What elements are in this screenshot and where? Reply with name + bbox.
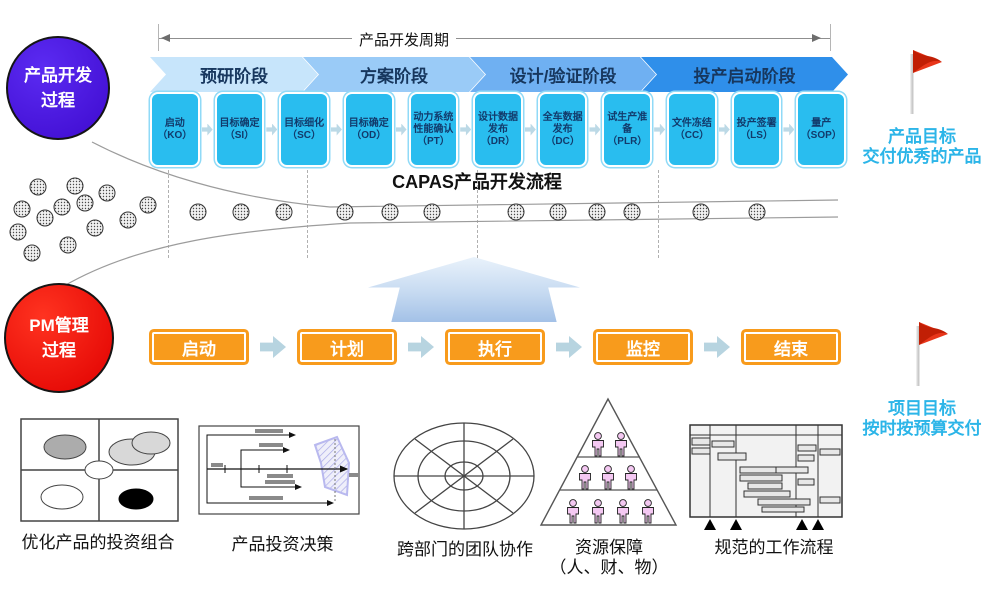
phase-dashed-line	[658, 170, 659, 258]
project-goal-line1: 项目目标	[888, 399, 956, 418]
right-arrow-icon	[330, 123, 342, 136]
milestone-box-sop: 量产（SOP）	[796, 92, 847, 167]
pm-step-close: 结束	[744, 332, 838, 362]
caption-resource-line1: 资源保障	[575, 538, 643, 557]
investment-decision-diagram	[198, 425, 360, 515]
phase-dashed-line	[168, 170, 169, 258]
pm-process-circle: PM管理 过程	[4, 283, 114, 393]
phase-dashed-line	[477, 170, 478, 258]
phase-label: 方案阶段	[360, 67, 428, 86]
dev-cycle-label: 产品开发周期	[352, 29, 457, 50]
dev-circle-line2: 过程	[41, 91, 75, 110]
right-arrow-icon	[704, 336, 730, 358]
dev-cycle-tick-left	[158, 24, 159, 51]
caption-resource: 资源保障 （人、财、物）	[538, 538, 680, 579]
milestone-box-pt: 动力系统性能确认（PT）	[408, 92, 459, 167]
workflow-gantt-diagram	[689, 424, 843, 530]
caption-teamwork: 跨部门的团队协作	[397, 540, 533, 559]
phase-label: 设计/验证阶段	[509, 67, 617, 86]
pm-step-plan: 计划	[300, 332, 394, 362]
flag-icon	[910, 50, 942, 114]
product-goal-text: 产品目标 交付优秀的产品	[851, 127, 993, 167]
milestone-box-cc: 文件冻结（CC）	[667, 92, 717, 167]
idea-funnel	[9, 141, 839, 287]
right-arrow-icon	[266, 123, 278, 136]
arrow-right-icon	[812, 33, 821, 42]
pm-step-initiate: 启动	[152, 332, 246, 362]
team-collaboration-diagram	[393, 422, 535, 530]
pm-circle-line1: PM管理	[29, 315, 89, 335]
gantt-milestone-markers	[704, 519, 824, 530]
phase-chevron-design-verify: 设计/验证阶段	[470, 57, 656, 92]
right-arrow-icon	[589, 123, 601, 136]
product-goal-line2: 交付优秀的产品	[862, 147, 982, 167]
pm-step-row: 启动 计划 执行 监控 结束	[152, 331, 838, 363]
right-arrow-icon	[654, 123, 666, 136]
phase-chevron-preresearch: 预研阶段	[150, 57, 318, 92]
right-arrow-icon	[524, 123, 536, 136]
project-goal-text: 项目目标 按时按预算交付	[851, 399, 993, 439]
milestone-box-sc: 目标细化（SC）	[279, 92, 329, 167]
phase-dashed-line	[307, 170, 308, 258]
milestone-box-dr: 设计数据发布（DR）	[473, 92, 523, 167]
project-goal-line2: 按时按预算交付	[862, 419, 982, 439]
dev-process-circle: 产品开发 过程	[6, 36, 110, 140]
phase-chevron-concept: 方案阶段	[303, 57, 485, 92]
funnel-upper-line	[91, 141, 839, 208]
caption-workflow: 规范的工作流程	[714, 538, 834, 557]
right-arrow-icon	[460, 123, 472, 136]
right-arrow-icon	[260, 336, 286, 358]
right-arrow-icon	[556, 336, 582, 358]
product-goal-line1: 产品目标	[888, 127, 956, 146]
right-arrow-icon	[783, 123, 795, 136]
funnel-lower-line	[63, 216, 839, 287]
dev-cycle-tick-right	[830, 24, 831, 51]
portfolio-matrix-diagram	[20, 418, 179, 522]
flag-icon	[916, 322, 948, 386]
milestone-box-od: 目标确定（OD）	[343, 92, 394, 167]
milestone-box-dc: 全车数据发布（DC）	[537, 92, 588, 167]
phase-label: 预研阶段	[200, 67, 268, 86]
resource-pyramid-diagram	[539, 397, 678, 526]
caption-decision: 产品投资决策	[231, 535, 334, 554]
milestone-box-ko: 启动（KO）	[150, 92, 200, 167]
pm-step-execute: 执行	[448, 332, 542, 362]
phase-chevron-launch: 投产启动阶段	[641, 57, 848, 92]
phase-label: 投产启动阶段	[693, 67, 796, 86]
right-arrow-icon	[395, 123, 407, 136]
milestone-box-ls: 投产签署（LS）	[731, 92, 782, 167]
idea-dots	[9, 177, 766, 262]
right-arrow-icon	[408, 336, 434, 358]
dev-cycle-line	[158, 38, 830, 39]
right-arrow-icon	[201, 123, 213, 136]
right-arrow-icon	[718, 123, 730, 136]
milestone-row: 启动（KO） 目标确定（SI） 目标细化（SC） 目标确定（OD） 动力系统性能…	[148, 92, 848, 167]
caption-resource-line2: （人、财、物）	[549, 558, 669, 578]
milestone-box-si: 目标确定（SI）	[214, 92, 265, 167]
arrow-left-icon	[161, 33, 170, 42]
pm-circle-line2: 过程	[42, 341, 76, 360]
dev-circle-line1: 产品开发	[24, 65, 92, 85]
phase-row: 预研阶段 方案阶段 设计/验证阶段 投产启动阶段	[150, 57, 848, 92]
pm-step-monitor: 监控	[596, 332, 690, 362]
milestone-box-plr: 试生产准备（PLR）	[602, 92, 653, 167]
caption-portfolio: 优化产品的投资组合	[21, 533, 175, 552]
tiny-label-marks	[211, 429, 359, 500]
